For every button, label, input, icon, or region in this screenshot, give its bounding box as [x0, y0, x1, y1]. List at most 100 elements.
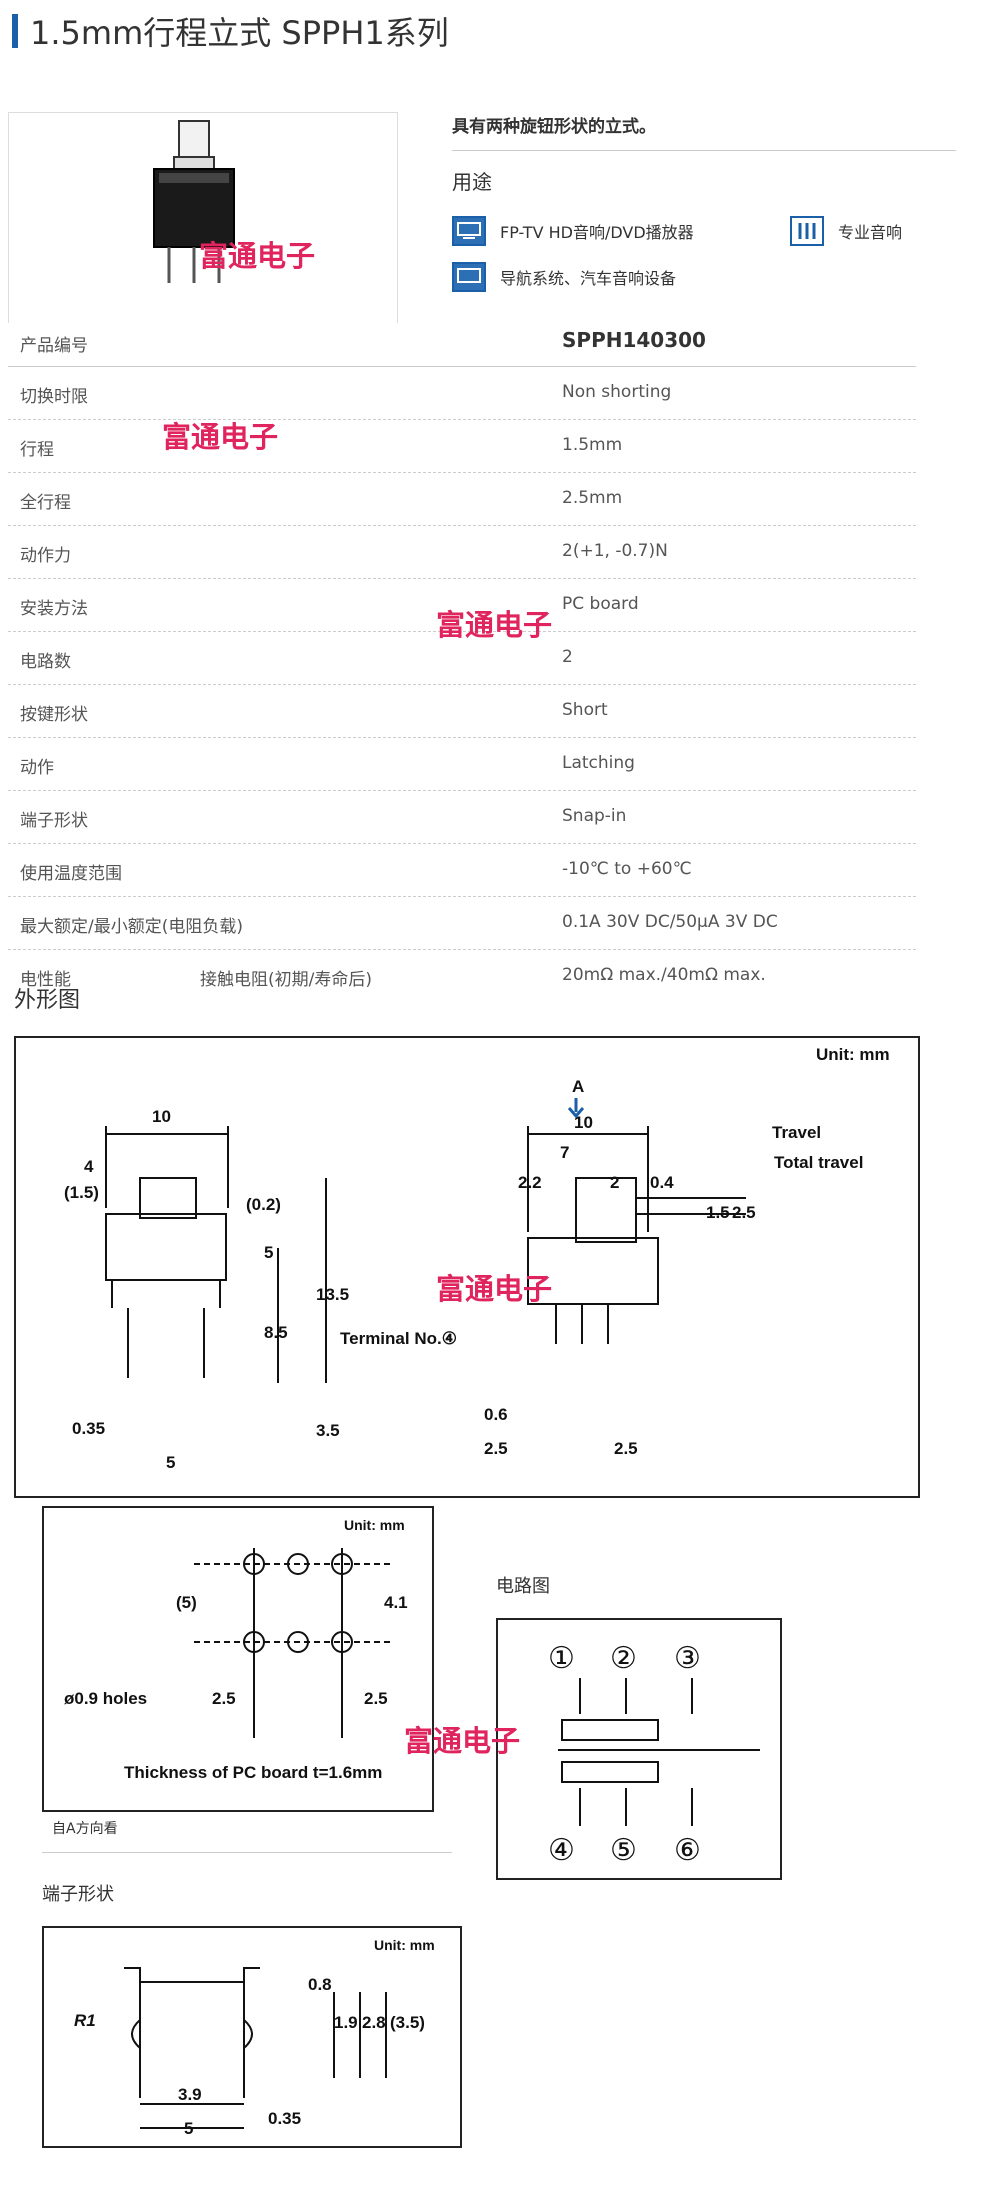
usage-item-pro-audio: 专业音响: [790, 216, 902, 246]
dim-label: 13.5: [316, 1285, 349, 1304]
spec-value: PC board: [562, 594, 639, 614]
pcb-thickness-label: Thickness of PC board t=1.6mm: [124, 1763, 382, 1782]
watermark-text: 富通电子: [404, 1724, 521, 1758]
arrow-down-icon: [567, 1098, 585, 1119]
terminal-number: ①: [548, 1642, 575, 1675]
table-row: 电路数 2: [8, 632, 916, 685]
dim-label: 0.8: [308, 1975, 332, 1994]
dim-label: 10: [574, 1113, 593, 1132]
spec-label: 使用温度范围: [20, 864, 122, 884]
spec-label: 动作: [20, 758, 54, 778]
spec-value: -10℃ to +60℃: [562, 859, 692, 879]
terminal-number: ⑥: [674, 1834, 701, 1867]
spec-label: 动作力: [20, 546, 71, 566]
dim-label: 3.5: [316, 1421, 340, 1440]
dim-label: (1.5): [64, 1183, 99, 1202]
terminal-shape-drawing: Unit: mm R1 0.8 1.9 2.8 (3.5) 3.9 5 0.35: [42, 1926, 462, 2148]
usage-heading: 用途: [452, 170, 492, 194]
dim-label: 1.9: [334, 2013, 358, 2032]
circuit-diagram: ① ② ③ ④ ⑤ ⑥: [496, 1618, 782, 1880]
spec-value: 1.5mm: [562, 435, 623, 455]
dim-label: 0.4: [650, 1173, 674, 1192]
table-row: 最大额定/最小额定(电阻负载) 0.1A 30V DC/50μA 3V DC: [8, 897, 916, 950]
spec-label: 最大额定/最小额定(电阻负载): [20, 917, 243, 937]
dim-label: 5: [166, 1453, 175, 1472]
spec-table: 产品编号 SPPH140300 切换时限 Non shorting 行程 1.5mm…: [8, 316, 916, 1002]
watermark-text: 富通电子: [436, 608, 553, 642]
dim-label: (5): [176, 1593, 197, 1612]
spec-sublabel: 接触电阻(初期/寿命后): [200, 970, 372, 990]
table-row: 切换时限 Non shorting: [8, 367, 916, 420]
dim-label: 2.5: [732, 1203, 756, 1222]
terminal-number: ③: [674, 1642, 701, 1675]
spec-value: 0.1A 30V DC/50μA 3V DC: [562, 912, 778, 932]
table-row: 安装方法 PC board: [8, 579, 916, 632]
spec-value: 2: [562, 647, 573, 667]
terminal-number: ⑤: [610, 1834, 637, 1867]
table-row: 产品编号 SPPH140300: [8, 316, 916, 367]
spec-label: 电路数: [20, 652, 71, 672]
watermark-text: 富通电子: [436, 1272, 553, 1306]
outline-svg: Unit: mm 10 4 (1.5) (0.2) 5 13.5 8.5 3.5…: [64, 1045, 890, 1472]
pcb-svg: Unit: mm (5) 4.1 ø0.9 holes 2.5 2.5 Thic…: [64, 1517, 408, 1782]
unit-label: Unit: mm: [816, 1045, 890, 1064]
outline-heading: 外形图: [14, 988, 81, 1013]
dim-label: 2.2: [518, 1173, 542, 1192]
spec-label: 安装方法: [20, 599, 88, 619]
dim-label: (0.2): [246, 1195, 281, 1214]
tv-icon: [452, 216, 486, 246]
spec-label: 全行程: [20, 493, 71, 513]
travel-label: Travel: [772, 1123, 821, 1142]
dim-label: 2.5: [484, 1439, 508, 1458]
dim-label: 0.35: [72, 1419, 105, 1438]
part-number: SPPH140300: [562, 328, 706, 352]
pcb-note: 自A方向看: [52, 1821, 118, 1837]
switch-illustration: [153, 120, 235, 283]
dim-label: 0.6: [484, 1405, 508, 1424]
product-image: 富通电子: [8, 112, 398, 323]
table-row: 动作力 2(+1, -0.7)N: [8, 526, 916, 579]
spec-value: Snap-in: [562, 806, 627, 826]
usage-label: 导航系统、汽车音响设备: [500, 269, 677, 288]
watermark-text: 富通电子: [162, 420, 279, 454]
audio-equalizer-icon: [790, 216, 824, 246]
spec-label: 电性能: [20, 970, 71, 990]
terminal-label: Terminal No.④: [340, 1329, 457, 1348]
spec-value: Short: [562, 700, 608, 720]
dim-label: 5: [184, 2119, 193, 2138]
dim-label: 2.5: [212, 1689, 236, 1708]
circuit-svg: ① ② ③ ④ ⑤ ⑥: [548, 1642, 760, 1867]
spec-value: 20mΩ max./40mΩ max.: [562, 965, 766, 985]
dim-label: 2.8: [362, 2013, 386, 2032]
dim-label: 2: [610, 1173, 619, 1192]
table-row: 动作 Latching: [8, 738, 916, 791]
dim-label: (3.5): [390, 2013, 425, 2032]
view-arrow-label: A: [572, 1077, 584, 1096]
usage-item-tv: FP-TV HD音响/DVD播放器: [452, 216, 694, 246]
spec-value: Latching: [562, 753, 635, 773]
spec-label: 按键形状: [20, 705, 88, 725]
circuit-heading: 电路图: [496, 1576, 550, 1597]
usage-label: 专业音响: [838, 223, 903, 242]
page-title: 1.5mm行程立式 SPPH1系列: [30, 14, 449, 52]
pcb-layout-drawing: Unit: mm (5) 4.1 ø0.9 holes 2.5 2.5 Thic…: [42, 1506, 434, 1812]
dim-label: 2.5: [364, 1689, 388, 1708]
dim-label: 2.5: [614, 1439, 638, 1458]
table-row: 行程 1.5mm: [8, 420, 916, 473]
dim-label: 8.5: [264, 1323, 288, 1342]
spec-value: 2(+1, -0.7)N: [562, 541, 668, 561]
table-row: 电性能 接触电阻(初期/寿命后) 20mΩ max./40mΩ max.: [8, 950, 916, 1002]
spec-label: 行程: [20, 440, 54, 460]
unit-label: Unit: mm: [344, 1517, 405, 1533]
spec-label: 切换时限: [20, 387, 88, 407]
dim-label: 10: [152, 1107, 171, 1126]
dim-label: 1.5: [706, 1203, 730, 1222]
dim-label: 0.35: [268, 2109, 301, 2128]
spec-value: Non shorting: [562, 382, 672, 402]
unit-label: Unit: mm: [374, 1937, 435, 1953]
dim-label: 4: [84, 1157, 94, 1176]
terminal-number: ④: [548, 1834, 575, 1867]
spec-label: 端子形状: [20, 811, 88, 831]
outline-drawing: Unit: mm 10 4 (1.5) (0.2) 5 13.5 8.5 3.5…: [14, 1036, 920, 1498]
